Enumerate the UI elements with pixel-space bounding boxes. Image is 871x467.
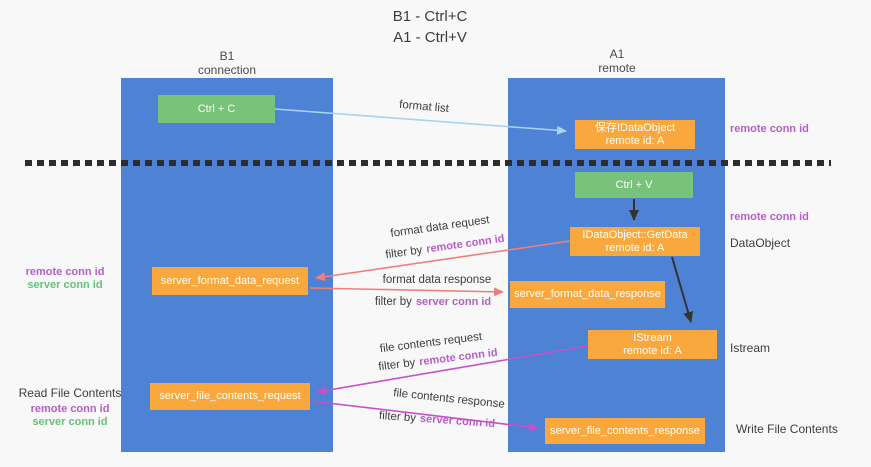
filter-remote-conn-id: remote conn id — [425, 232, 506, 256]
filter-by-text: filter by — [377, 356, 417, 374]
node-idataobject-getdata: IDataObject::GetData remote id: A — [570, 227, 700, 256]
node-fmt-resp-label: server_format_data_response — [514, 288, 661, 300]
node-ctrl-c: Ctrl + C — [158, 95, 275, 123]
filter-server-conn-id: server conn id — [419, 412, 496, 431]
node-fmt-req-label: server_format_data_request — [160, 274, 300, 287]
filter-remote-conn-id: remote conn id — [418, 346, 499, 369]
label-istream: Istream — [730, 341, 771, 355]
title-line-2: A1 - Ctrl+V — [393, 29, 467, 46]
label-format-server-conn-id: server conn id — [27, 279, 103, 291]
filter-server-conn-id: server conn id — [415, 296, 492, 308]
node-save-line2: remote id: A — [605, 134, 665, 147]
node-getdata-line1: IDataObject::GetData — [582, 228, 688, 241]
lane-b1-role: connection — [197, 63, 257, 77]
node-server-file-contents-response: server_file_contents_response — [545, 418, 705, 444]
label-format-remote-conn-id: remote conn id — [25, 266, 105, 278]
filter-by-text: filter by — [378, 409, 417, 425]
node-getdata-line2: remote id: A — [605, 241, 665, 254]
diagram-title: B1 - Ctrl+C A1 - Ctrl+V — [330, 6, 530, 48]
format-data-response-arrow — [309, 287, 504, 297]
filter-by-text: filter by — [384, 244, 424, 262]
node-save-line1: 保存IDataObject — [594, 121, 676, 134]
flow-label-file-contents-response: file contents response — [392, 387, 506, 411]
node-file-resp-label: server_file_contents_response — [550, 424, 700, 437]
label-write-file-contents: Write File Contents — [736, 422, 838, 436]
lane-a1-name: A1 — [609, 47, 625, 61]
node-istream: IStream remote id: A — [588, 330, 717, 359]
node-istream-line1: IStream — [633, 331, 672, 344]
filter-by-text: filter by — [374, 296, 412, 308]
lane-header-b1: B1 connection — [167, 49, 287, 77]
node-istream-line2: remote id: A — [623, 344, 682, 357]
node-ctrl-c-label: Ctrl + C — [197, 102, 236, 115]
title-line-1: B1 - Ctrl+C — [392, 8, 468, 25]
label-remote-conn-id-top: remote conn id — [730, 123, 809, 135]
node-save-idataobject: 保存IDataObject remote id: A — [575, 120, 695, 149]
label-read-file-contents: Read File Contents — [18, 386, 122, 400]
label-remote-conn-id-mid: remote conn id — [730, 211, 809, 223]
flow-label-format-list: format list — [398, 98, 450, 116]
node-file-req-label: server_file_contents_request — [159, 390, 301, 402]
lane-header-a1: A1 remote — [557, 47, 677, 75]
node-server-format-data-response: server_format_data_response — [510, 281, 665, 308]
label-file-remote-conn-id: remote conn id — [30, 403, 110, 415]
node-server-file-contents-request: server_file_contents_request — [150, 383, 310, 410]
lane-b1-name: B1 — [219, 49, 235, 63]
label-group-file-conn-ids: remote conn id server conn id — [15, 403, 125, 429]
flow-label-format-data-response: format data response — [382, 274, 492, 286]
lane-a1-role: remote — [598, 61, 636, 75]
node-ctrl-v: Ctrl + V — [575, 172, 693, 198]
label-dataobject: DataObject — [730, 236, 791, 250]
node-ctrl-v-label: Ctrl + V — [615, 178, 653, 191]
label-file-server-conn-id: server conn id — [32, 416, 108, 428]
node-server-format-data-request: server_format_data_request — [152, 267, 308, 295]
label-group-format-conn-ids: remote conn id server conn id — [15, 266, 115, 292]
session-divider-dashed-line — [25, 160, 831, 166]
